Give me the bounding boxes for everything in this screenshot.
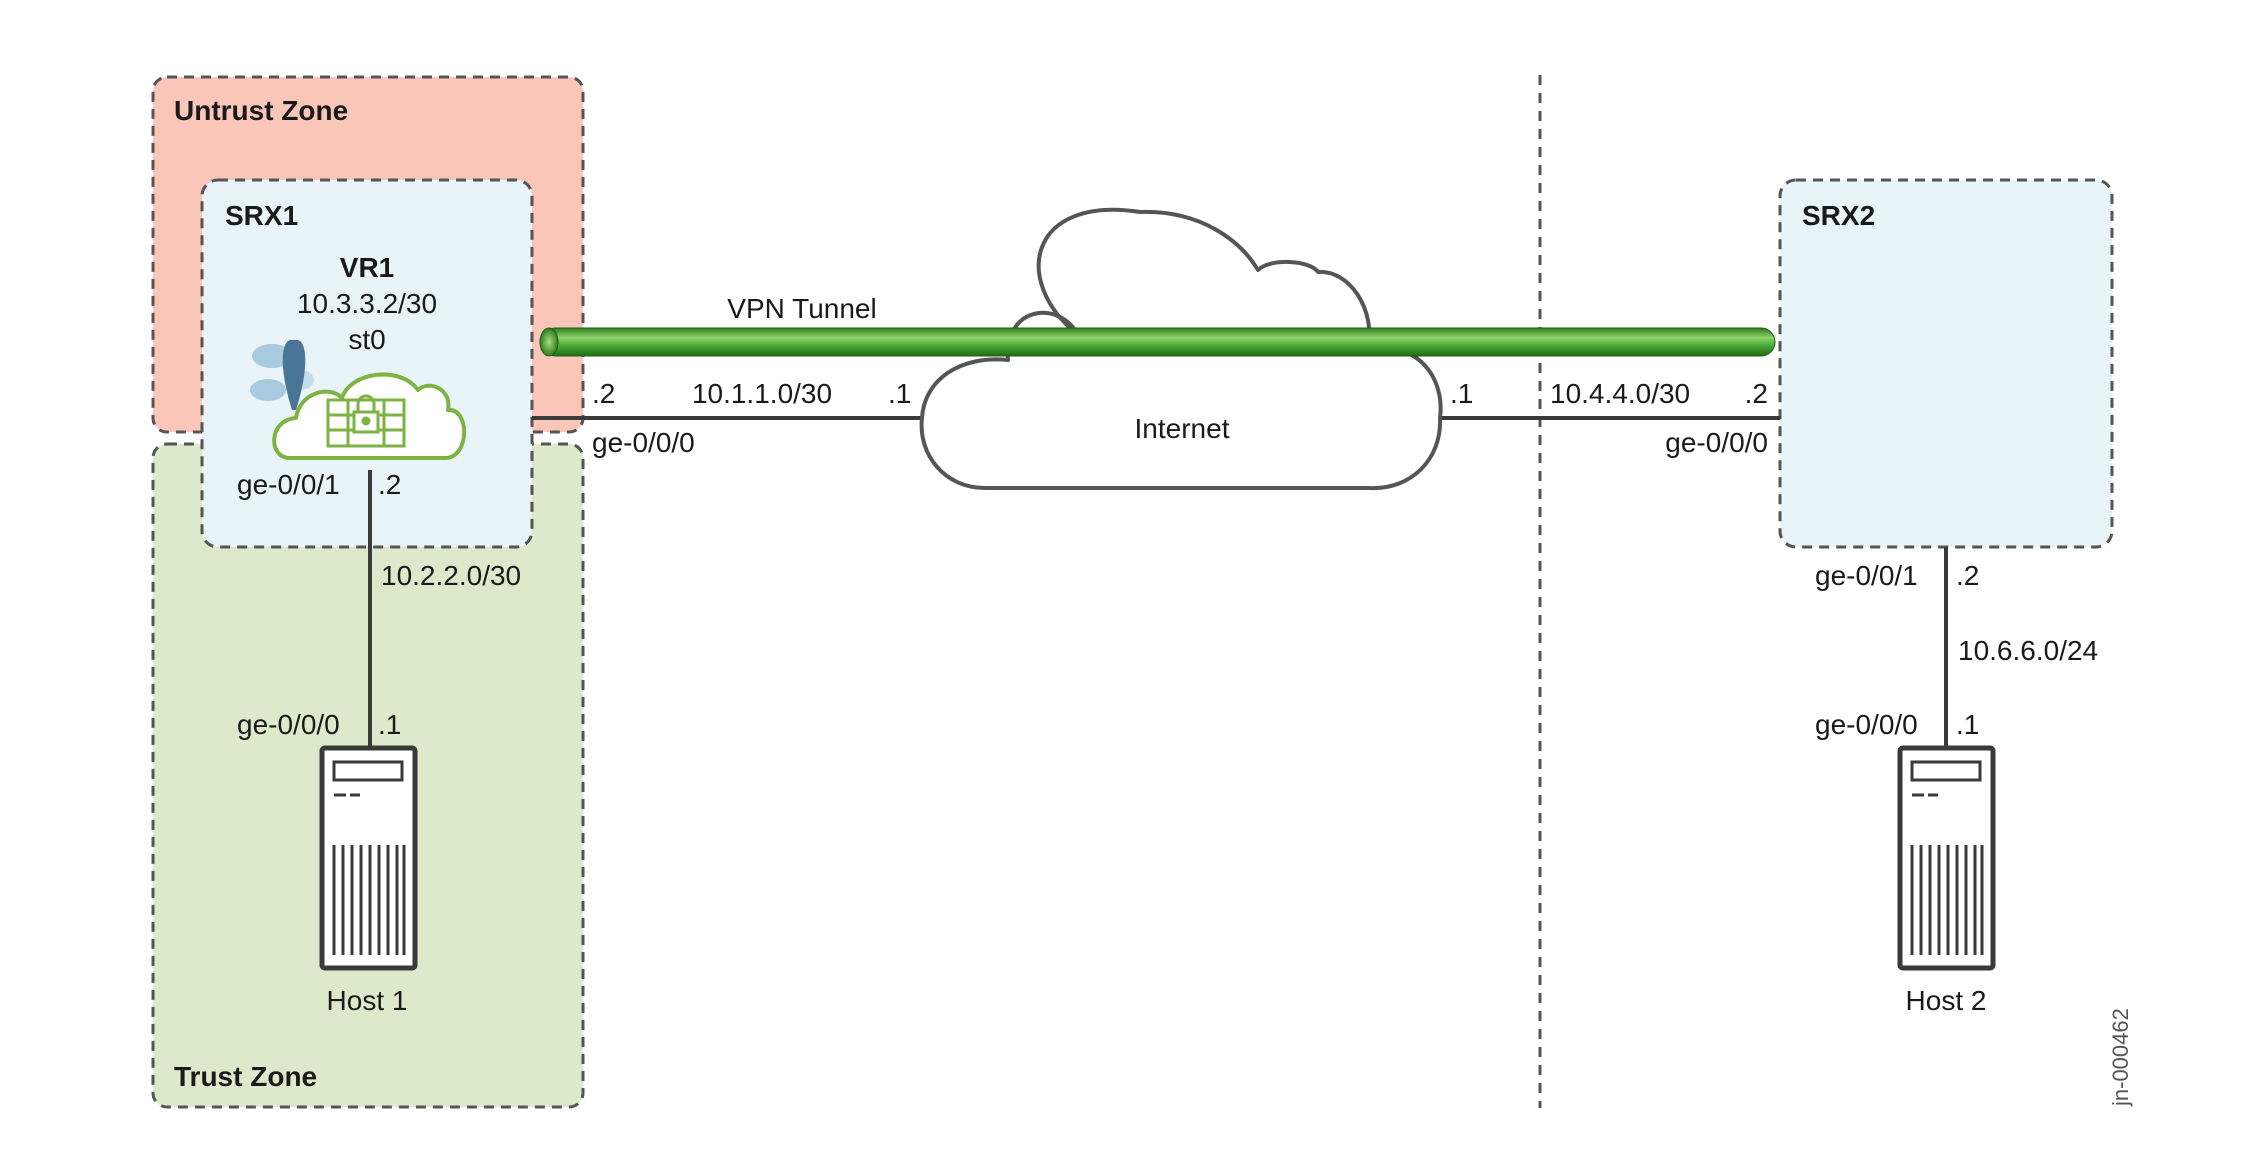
srx1-trust-iface-label: ge-0/0/1: [237, 469, 340, 500]
host1-server-icon: [319, 745, 418, 971]
host2-iface-label: ge-0/0/0: [1815, 709, 1918, 740]
wan-right-peer-ip-label: .1: [1450, 378, 1473, 409]
srx1-wan-iface-label: ge-0/0/0: [592, 427, 695, 458]
srx1-wan-ip-label: .2: [592, 378, 615, 409]
st0-label: st0: [348, 324, 385, 355]
srx2-lan-iface-label: ge-0/0/1: [1815, 560, 1918, 591]
untrust-zone-label: Untrust Zone: [174, 95, 348, 126]
srx2-lan-net-label: 10.6.6.0/24: [1958, 635, 2098, 666]
srx2-lan-ip-label: .2: [1956, 560, 1979, 591]
trust-net-label: 10.2.2.0/30: [381, 560, 521, 591]
host2-server-icon: [1897, 745, 1996, 971]
srx1-label: SRX1: [225, 200, 298, 231]
host1-ip-label: .1: [378, 709, 401, 740]
vr1-label: VR1: [340, 252, 394, 283]
vpn-tunnel: [539, 327, 1776, 357]
vpn-tunnel-label: VPN Tunnel: [727, 293, 876, 324]
host1-iface-label: ge-0/0/0: [237, 709, 340, 740]
st0-ip-label: 10.3.3.2/30: [297, 288, 437, 319]
host2-ip-label: .1: [1956, 709, 1979, 740]
trust-zone-label: Trust Zone: [174, 1061, 317, 1092]
srx2-wan-iface-label: ge-0/0/0: [1665, 427, 1768, 458]
host2-label: Host 2: [1906, 985, 1987, 1016]
srx2-wan-ip-label: .2: [1745, 378, 1768, 409]
srx2-label: SRX2: [1802, 200, 1875, 231]
srx2-box: [1778, 178, 2114, 549]
wan-left-peer-ip-label: .1: [888, 378, 911, 409]
figure-id-label: jn-000462: [2108, 1008, 2133, 1107]
host1-label: Host 1: [327, 985, 408, 1016]
wan-left-net-label: 10.1.1.0/30: [692, 378, 832, 409]
internet-label: Internet: [1135, 413, 1230, 444]
virtual-router-icon: [250, 340, 314, 410]
srx1-trust-ip-label: .2: [378, 469, 401, 500]
wan-right-net-label: 10.4.4.0/30: [1550, 378, 1690, 409]
firewall-icon: [272, 372, 467, 460]
